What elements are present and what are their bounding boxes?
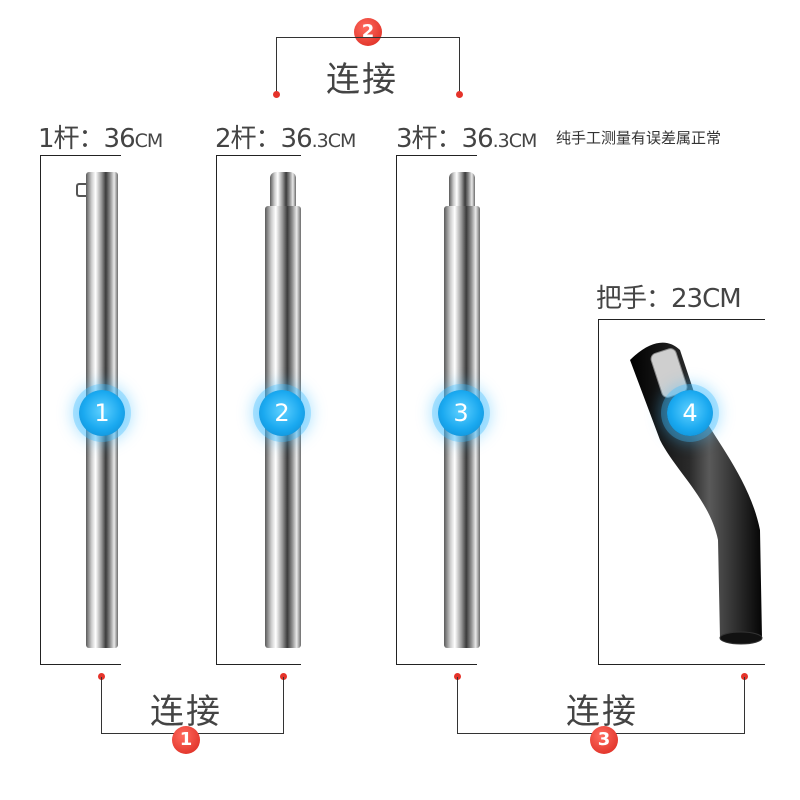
pole-1-clip bbox=[76, 183, 86, 197]
part-label-2: 2杆：36.3CM bbox=[215, 124, 356, 154]
connector-dot bbox=[280, 673, 287, 680]
part-label-3: 3杆：36.3CM bbox=[396, 124, 537, 154]
connector-bracket-right bbox=[283, 677, 284, 733]
pole-2-tip bbox=[270, 172, 296, 208]
connector-label-1: 连接 bbox=[150, 692, 222, 732]
part-label-4: 把手：23CM bbox=[596, 284, 742, 314]
handle-frame bbox=[598, 319, 765, 665]
connector-badge-1: 1 bbox=[172, 726, 200, 754]
connector-dot bbox=[273, 91, 280, 98]
part-badge-3: 3 bbox=[438, 390, 484, 436]
measurement-note: 纯手工测量有误差属正常 bbox=[556, 129, 722, 147]
pole-frame-1 bbox=[40, 155, 121, 665]
part-label-1: 1杆：36CM bbox=[38, 124, 163, 154]
handle-image bbox=[630, 342, 763, 645]
connector-label-top: 连接 bbox=[326, 60, 398, 100]
connector-bracket-left bbox=[457, 677, 458, 733]
pole-3-tip bbox=[449, 172, 475, 208]
connector-bracket-left bbox=[276, 37, 277, 93]
connector-label-3: 连接 bbox=[566, 692, 638, 732]
connector-bracket-right bbox=[459, 37, 460, 93]
part-badge-4: 4 bbox=[667, 390, 713, 436]
part-badge-1: 1 bbox=[79, 390, 125, 436]
connector-dot bbox=[454, 673, 461, 680]
connector-badge-2: 2 bbox=[354, 18, 382, 46]
connector-bracket-top bbox=[276, 37, 460, 38]
connector-dot bbox=[741, 673, 748, 680]
connector-dot bbox=[98, 673, 105, 680]
connector-bracket-left bbox=[101, 677, 102, 733]
connector-dot bbox=[456, 91, 463, 98]
connector-bracket-right bbox=[744, 677, 745, 733]
pole-frame-2 bbox=[216, 155, 301, 665]
connector-badge-3: 3 bbox=[590, 726, 618, 754]
part-badge-2: 2 bbox=[259, 390, 305, 436]
pole-frame-3 bbox=[396, 155, 477, 665]
